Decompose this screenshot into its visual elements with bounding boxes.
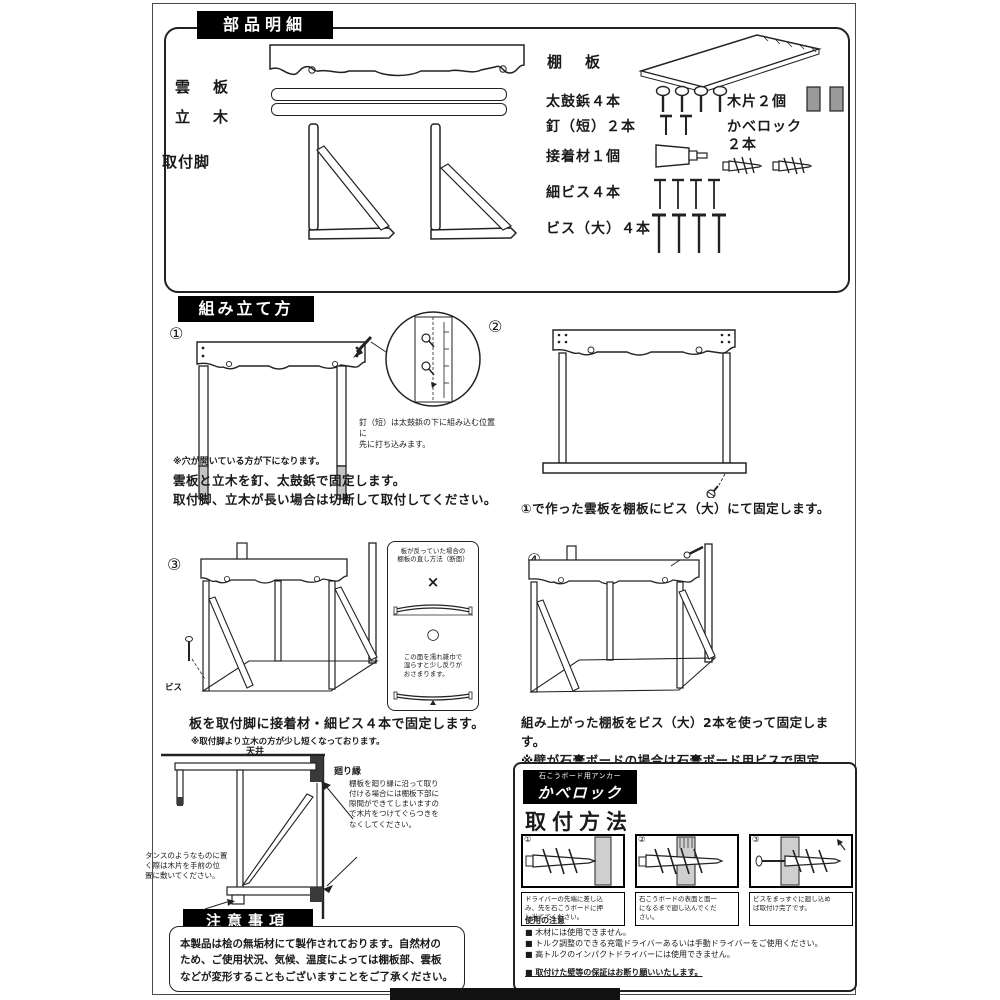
kabelock-step3-illustration: ③ xyxy=(749,834,853,888)
step4-diagram xyxy=(528,543,717,693)
kabelock-step3-caption: ビスをまっすぐに廻し込め ば取付け完了です。 xyxy=(749,892,853,926)
kabelock-step2-illustration: ② xyxy=(635,834,739,888)
molding-label: 廻り縁 xyxy=(334,767,362,777)
glue-tube-icon xyxy=(655,144,708,168)
step2-diagram xyxy=(542,329,747,498)
kabelock-brand: かべロック xyxy=(523,783,637,804)
bottom-binding-strip xyxy=(390,988,620,1000)
correct-mark: ○ xyxy=(426,625,440,644)
cloud-board-drawing xyxy=(269,44,525,77)
thin-screw-icon xyxy=(654,178,720,209)
kabelock-step-panel: ① ドライバーの先端に差し込 み、先を石こうボードに押 し当ててください。 xyxy=(521,834,625,926)
anchor-before-wall-drawing xyxy=(525,836,612,886)
parts-section-title: 部品明細 xyxy=(197,11,333,39)
step2-caption: ①で作った雲板を棚板にビス（大）にて固定します。 xyxy=(521,501,830,516)
nails-label: 釘（短）２本 xyxy=(546,119,636,135)
cloud-board-label: 雲 板 xyxy=(175,78,233,96)
mount-legs-label: 取付脚 xyxy=(162,153,211,171)
kabelock-step2-number: ② xyxy=(638,835,646,845)
kabelock-notes-title: 使用の注意 xyxy=(525,916,565,925)
kabelock-step2-caption: 石こうボードの表面と面一 になるまで廻し込んでくだ さい。 xyxy=(635,892,739,926)
wall-anchor-icon xyxy=(722,156,813,175)
step1-number: ① xyxy=(169,324,184,343)
kabelock-step1-number: ① xyxy=(524,835,532,845)
step3-diagram xyxy=(185,542,379,692)
kabelock-heading: 取付方法 xyxy=(525,810,633,834)
kabelock-note: ■ トルク調整のできる充電ドライバーあるいは手動ドライバーをご使用ください。 xyxy=(525,939,823,948)
kabelock-note: ■ 高トルクのインパクトドライバーには使用できません。 xyxy=(525,950,735,959)
wrong-mark: × xyxy=(426,572,440,591)
shelf-board-drawing xyxy=(638,34,822,93)
glue-label: 接着材１個 xyxy=(546,149,621,165)
wall-sideview-diagram xyxy=(161,753,358,919)
large-screw-icon xyxy=(652,213,726,253)
kabelock-tagline: 石こうボード用アンカー xyxy=(523,770,637,783)
step3-number: ③ xyxy=(167,555,182,574)
step1-hole-note: ※穴が開いている方が下になります。 xyxy=(173,457,325,467)
screw-into-anchor-drawing xyxy=(755,836,846,886)
kabelock-step-panel: ② 石こうボードの表面と面一 になるまで廻し込んでくだ さい。 xyxy=(635,834,739,926)
kabelock-section-box: 石こうボード用アンカー かべロック 取付方法 ① ドライバーの先端に差し込 xyxy=(513,762,857,992)
kabelock-step1-caption: ドライバーの先端に差し込 み、先を石こうボードに押 し当ててください。 xyxy=(521,892,625,926)
cautions-body: 本製品は桧の無垢材にて製作されております。自然材の ため、ご使用状況、気候、温度… xyxy=(169,926,465,992)
upright-slat xyxy=(271,88,507,101)
step1-inset-note: 釘（短）は太鼓鋲の下に組み込む位置に 先に打ち込みます。 xyxy=(359,418,495,449)
tack-icon xyxy=(655,85,728,112)
step2-number: ② xyxy=(488,317,503,336)
warp-panel-title: 板が反っていた場合の 棚板の直し方法（断面） xyxy=(397,547,469,564)
kabelock-parts-label: かべロック xyxy=(727,119,802,135)
wood-piece-icon xyxy=(806,86,844,112)
cautions-title: 注意事項 xyxy=(183,909,313,934)
upright-label: 立 木 xyxy=(175,108,233,126)
assembly-section-title: 組み立て方 xyxy=(178,296,314,322)
step3-screw-label: ビス xyxy=(165,683,183,693)
thin-screws-label: 細ビス４本 xyxy=(546,185,621,201)
kabelock-qty-label: ２本 xyxy=(727,137,757,153)
kabelock-step-panel: ③ ビスをまっすぐに廻し込め ば取付け完了です。 xyxy=(749,834,853,926)
sideview-left-note: タンスのようなものに置 く際は木片を手前の位 置に敷いてください。 xyxy=(145,851,228,881)
ceiling-label: 天井 xyxy=(246,747,265,757)
big-screws-label: ビス（大）４本 xyxy=(546,221,651,237)
step1-diagram xyxy=(196,311,481,500)
anchor-in-wall-drawing xyxy=(638,836,724,886)
warp-panel-note: この面を濡れ雑巾で 湿らすと少し反りが おさまります。 xyxy=(403,652,463,679)
step3-caption: 板を取付脚に接着材・細ビス４本で固定します。 xyxy=(189,717,485,732)
mount-leg-bracket-drawing xyxy=(308,123,396,240)
tacks-label: 太鼓鋲４本 xyxy=(546,94,621,110)
step3-warp-panel: 板が反っていた場合の 棚板の直し方法（断面） × ○ この面を濡れ雑巾で 湿らす… xyxy=(387,541,479,711)
step1-caption: 雲板と立木を釘、太鼓鋲で固定します。 取付脚、立木が長い場合は切断して取付してく… xyxy=(173,473,497,507)
warped-board-down-drawing xyxy=(393,691,473,705)
step3-subcaption: ※取付脚より立木の方が少し短くなっております。 xyxy=(191,737,385,747)
kabelock-step3-number: ③ xyxy=(752,835,760,845)
nail-icon xyxy=(660,114,692,135)
kabelock-step1-illustration: ① xyxy=(521,834,625,888)
wood-pieces-label: 木片２個 xyxy=(727,94,787,110)
sideview-right-note: 棚板を廻り縁に沿って取り 付ける場合には棚板下部に 隙間ができてしまいますの で… xyxy=(349,779,439,829)
warped-board-up-drawing xyxy=(393,604,473,616)
shelf-board-label: 棚 板 xyxy=(547,53,605,71)
upright-slat xyxy=(271,103,507,116)
sheet-border: 部品明細 雲 板 立 木 取付脚 棚 板 xyxy=(145,3,857,995)
mount-leg-bracket-drawing xyxy=(430,123,518,240)
kabelock-warranty-note: ■ 取付けた壁等の保証はお断り願いいたします。 xyxy=(525,968,703,977)
kabelock-note: ■ 木材には使用できません。 xyxy=(525,928,631,937)
